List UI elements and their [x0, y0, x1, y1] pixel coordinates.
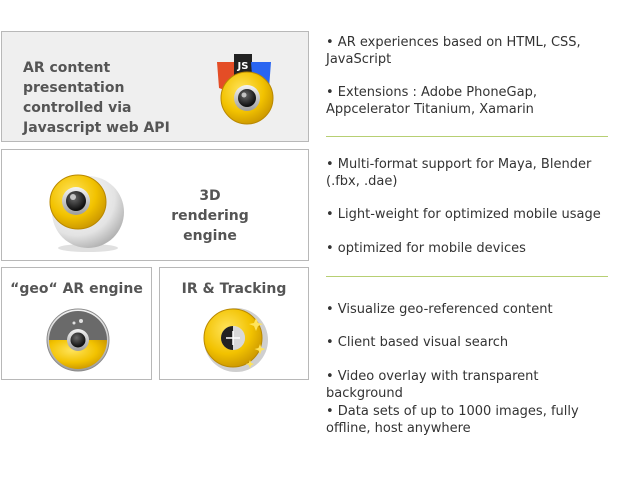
rendering-title: 3D rendering engine — [171, 188, 249, 244]
geo-title: “geo“ AR engine — [10, 281, 143, 297]
ir-box: IR & Tracking — [159, 267, 309, 380]
separator-line — [326, 136, 608, 137]
tracking-camera-icon — [203, 308, 268, 372]
geo-box: “geo“ AR engine — [1, 267, 152, 380]
bullet-item: • Data sets of up to 1000 images, fully … — [326, 404, 579, 436]
bullet-item: • optimized for mobile devices — [326, 241, 526, 256]
bullet-item: • Client based visual search — [326, 335, 509, 350]
bullet-item: • Video overlay with transparent backgro… — [326, 369, 539, 401]
html5-js-css3-camera-icon: JS — [217, 54, 274, 125]
bullet-item: • AR experiences based on HTML, CSS, Jav… — [326, 35, 581, 67]
bullet-item: • Extensions : Adobe PhoneGap, Appcelera… — [326, 85, 537, 117]
geo-camera-icon — [46, 308, 110, 372]
separator-line — [326, 276, 608, 277]
bullet-item: • Visualize geo-referenced content — [326, 302, 553, 317]
bullet-item: • Light-weight for optimized mobile usag… — [326, 207, 601, 222]
bullet-list-rendering: • Multi-format support for Maya, Blender… — [326, 156, 618, 256]
bullet-list-web-api: • AR experiences based on HTML, CSS, Jav… — [326, 34, 618, 124]
web-api-box: AR content presentation controlled via J… — [1, 31, 309, 142]
js-badge: JS — [237, 61, 249, 72]
3d-camera-sphere-icon — [49, 174, 124, 252]
bullet-list-geo-tracking: • Visualize geo-referenced content • Cli… — [326, 301, 618, 441]
bullet-item: • Multi-format support for Maya, Blender… — [326, 157, 592, 189]
ir-title: IR & Tracking — [181, 281, 287, 297]
web-api-title: AR content presentation controlled via J… — [23, 60, 170, 136]
rendering-box: 3D rendering engine — [1, 149, 309, 261]
